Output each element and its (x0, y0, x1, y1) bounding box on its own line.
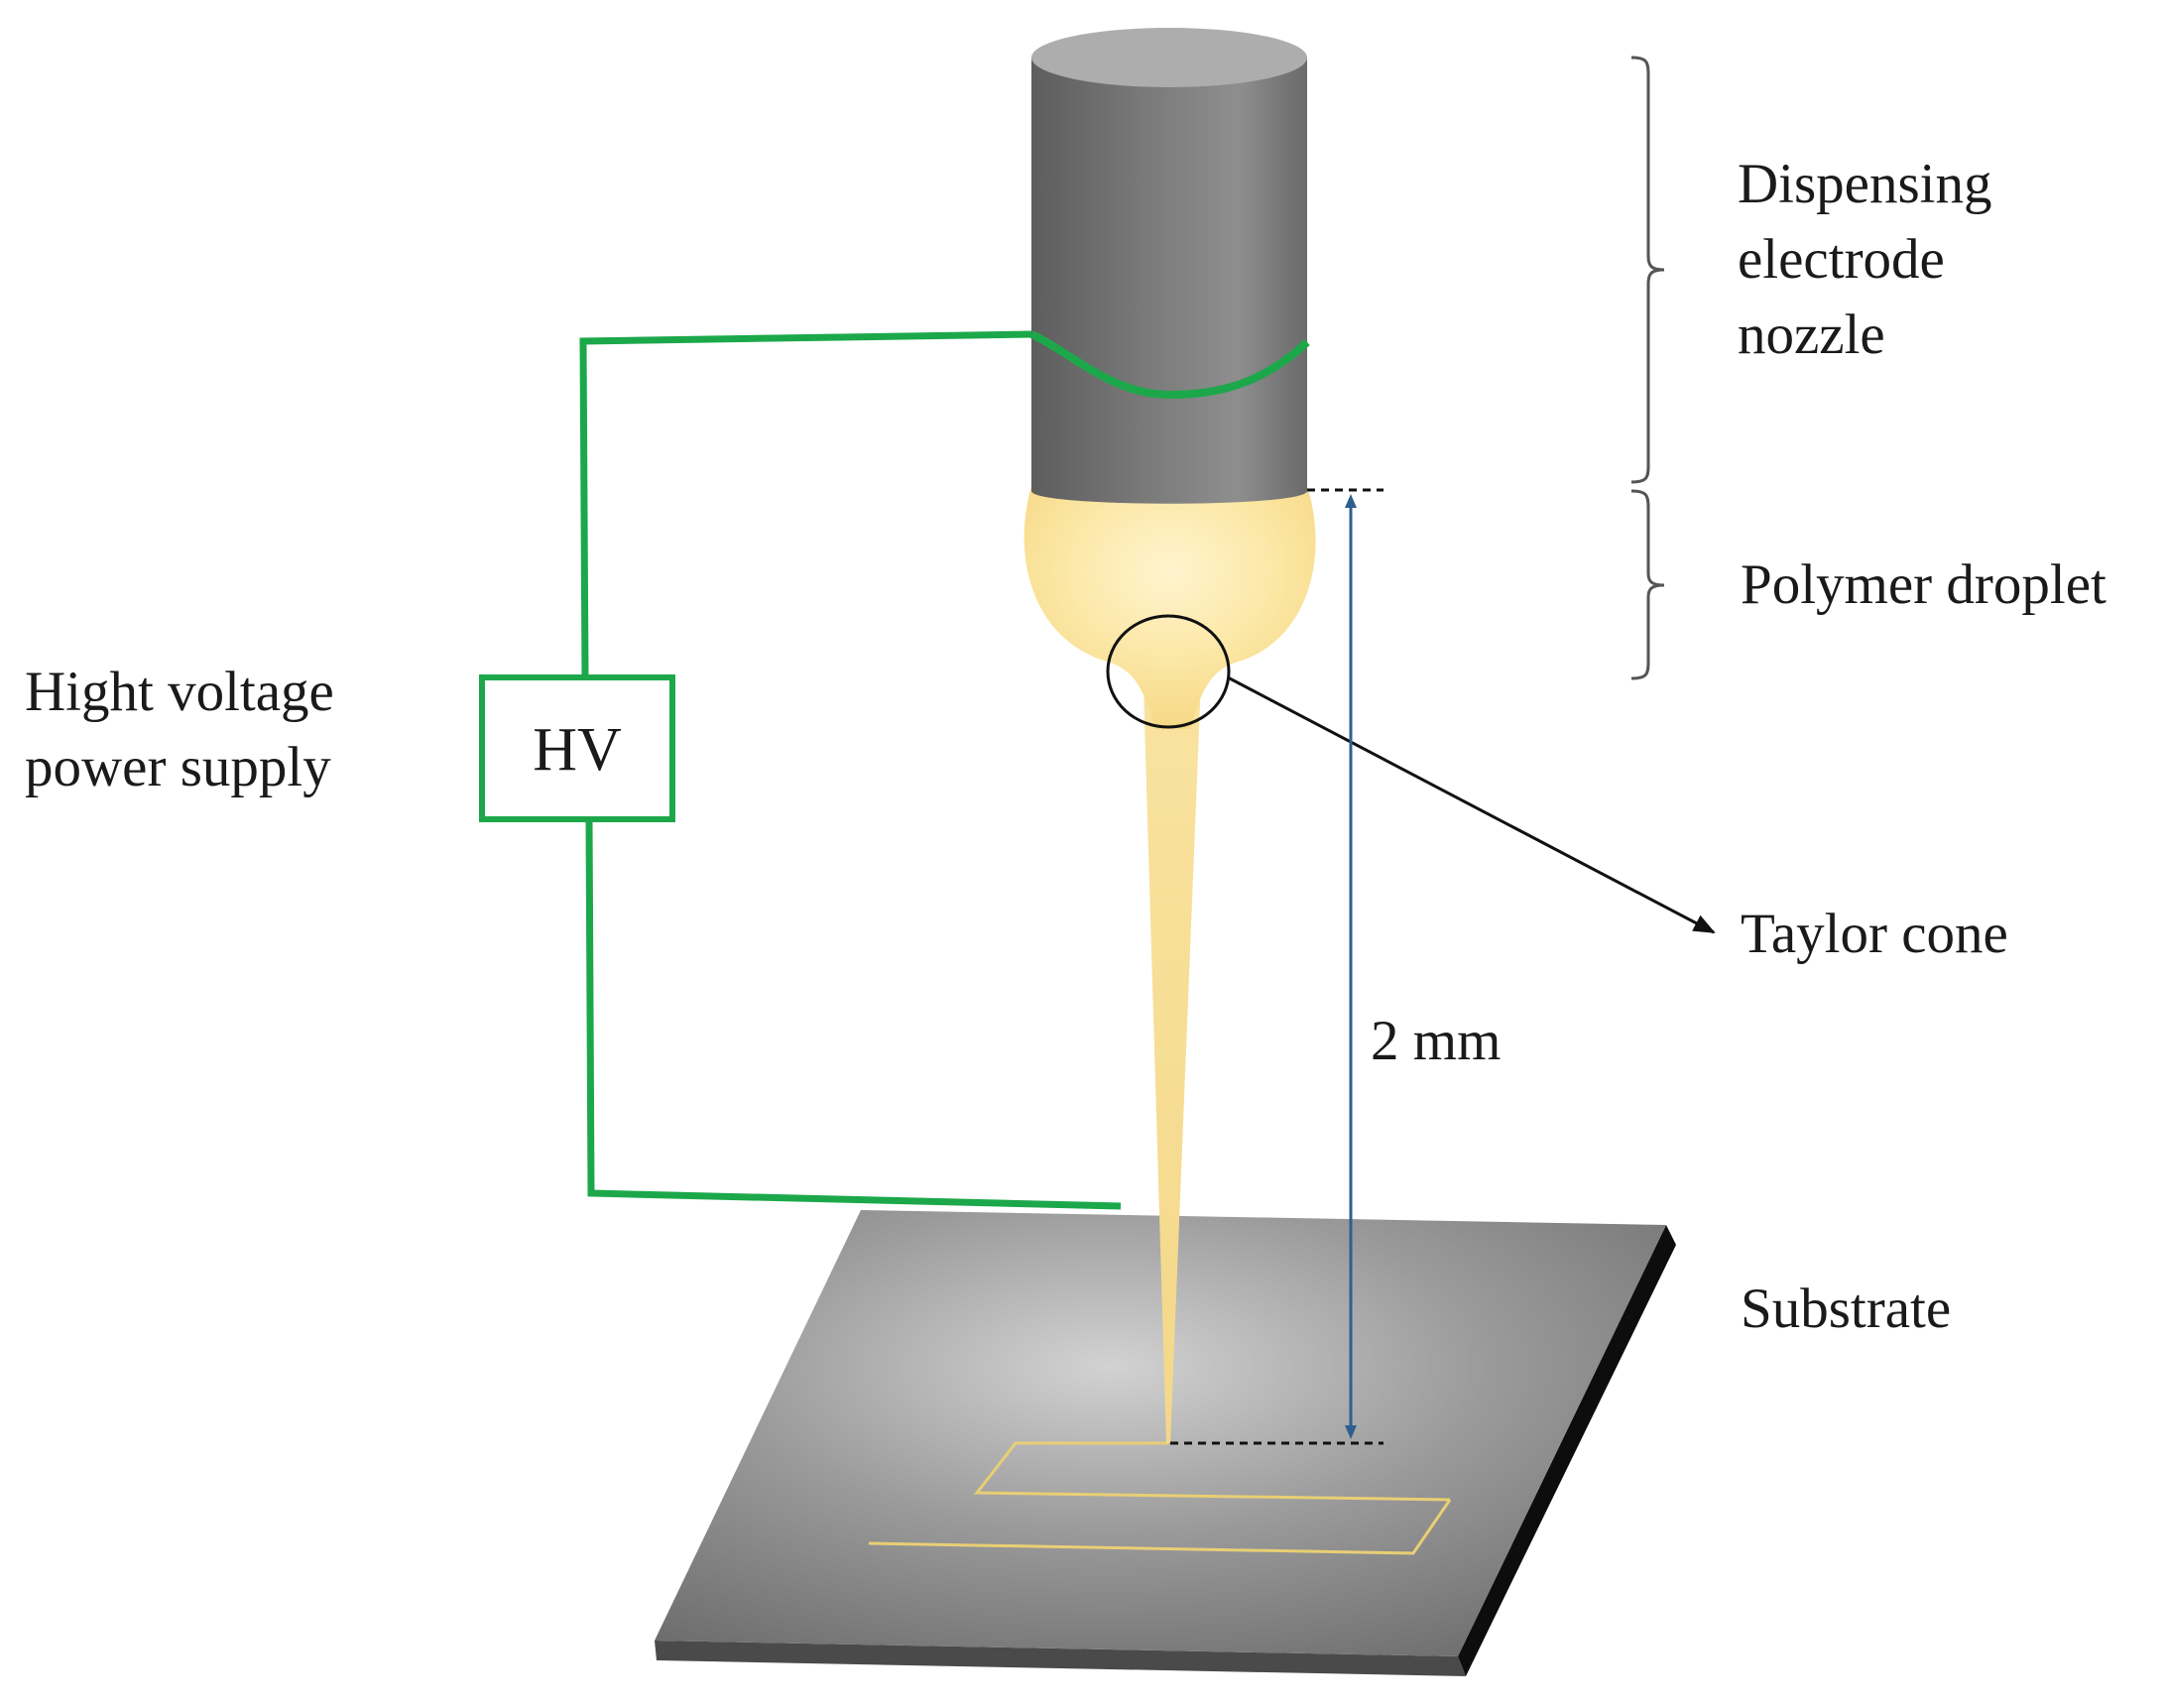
power-supply-label-line-2: power supply (25, 736, 331, 798)
taylor-cone-callout (1106, 614, 1716, 934)
droplet-brace (1630, 489, 1665, 680)
nozzle-brace (1630, 56, 1665, 484)
wire-bottom-segment (585, 818, 1122, 1210)
substrate-label: Substrate (1741, 1278, 1951, 1340)
nozzle-wire-wrap (1029, 330, 1310, 400)
polymer-jet (1143, 655, 1202, 1443)
nozzle-label-line-2: electrode (1738, 228, 1945, 291)
nozzle-body (1031, 58, 1307, 504)
nozzle-top (1031, 28, 1307, 87)
droplet-body (1023, 486, 1316, 729)
taylor-cone-pointer (1227, 675, 1716, 934)
hv-box: HV (479, 674, 675, 822)
dispensing-nozzle (1029, 28, 1310, 504)
nozzle-label-line-3: nozzle (1738, 304, 1885, 366)
nozzle-label-line-1: Dispensing (1738, 153, 1992, 215)
hv-box-label: HV (533, 716, 622, 784)
polymer-droplet (1023, 486, 1316, 729)
substrate-front-edge (655, 1641, 1466, 1676)
power-supply-label-line-1: Hight voltage (25, 661, 334, 723)
power-circuit-wire (579, 330, 1122, 1210)
substrate-side (1458, 1225, 1676, 1676)
pattern-line-lower (868, 1499, 1452, 1555)
droplet-label: Polymer droplet (1741, 553, 2106, 616)
wire-top-segment (579, 330, 1032, 678)
distance-label: 2 mm (1371, 1010, 1501, 1072)
substrate-top (655, 1210, 1666, 1656)
taylor-cone-label: Taylor cone (1741, 903, 2008, 965)
printed-pattern (868, 1441, 1452, 1555)
distance-dimension: 2 mm (1170, 488, 1501, 1445)
hv-box-frame (479, 674, 675, 822)
taylor-cone-circle (1106, 614, 1231, 729)
pattern-line-upper (973, 1441, 1451, 1502)
